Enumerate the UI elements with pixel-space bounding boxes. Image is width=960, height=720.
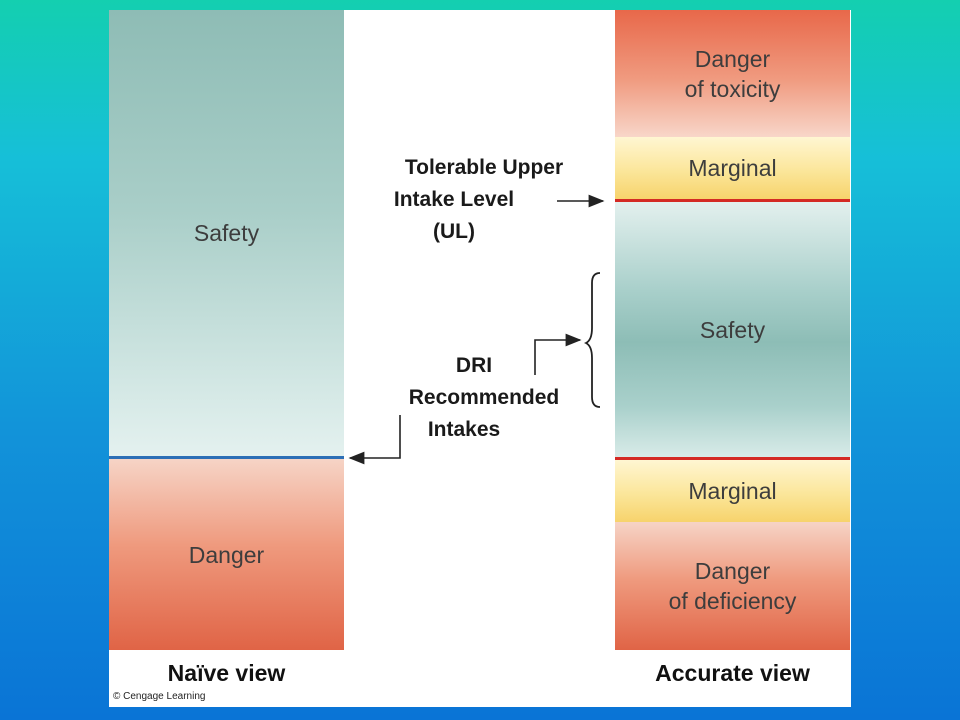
ul-annotation-line3: (UL) <box>433 220 475 243</box>
accurate-safety-band: Safety <box>615 202 850 457</box>
dri-annotation: DRI Recommended Intakes <box>379 350 599 446</box>
ul-annotation-line2: Intake Level <box>393 188 515 211</box>
dri-arrow-to-naive-line <box>348 415 401 465</box>
naive-threshold-line <box>109 456 344 459</box>
upper-marginal-band: Marginal <box>615 137 850 199</box>
toxicity-label-line1: Danger <box>694 45 771 72</box>
ul-annotation-line1: Tolerable Upper <box>404 156 564 179</box>
lower-marginal-band: Marginal <box>615 460 850 522</box>
toxicity-band: Danger of toxicity <box>615 10 850 137</box>
naive-view-column: Safety Danger <box>109 10 344 650</box>
dri-annotation-line2: Recommended <box>408 386 560 409</box>
toxicity-label-line2: of toxicity <box>684 75 781 102</box>
naive-view-label: Naïve view <box>167 660 286 686</box>
deficiency-label-line1: Danger <box>694 558 771 584</box>
ul-line <box>615 199 850 202</box>
ul-annotation: Tolerable Upper Intake Level (UL) <box>374 152 594 248</box>
annotation-arrows <box>348 194 605 465</box>
accurate-safety-label: Safety <box>699 316 766 343</box>
deficiency-label-line2: of deficiency <box>668 588 797 614</box>
dri-arrow-to-brace <box>534 333 582 375</box>
diagram-panel: Safety Danger Naïve view Danger of toxic… <box>109 10 851 707</box>
naive-safety-band: Safety <box>109 10 344 456</box>
accurate-view-label: Accurate view <box>655 660 810 686</box>
dri-annotation-line3: Intakes <box>427 418 501 441</box>
accurate-view-column: Danger of toxicity Marginal Safety Margi… <box>615 10 850 650</box>
naive-danger-band: Danger <box>109 459 344 650</box>
dri-annotation-line1: DRI <box>455 354 493 377</box>
credit-text: © Cengage Learning <box>113 691 206 702</box>
upper-marginal-label: Marginal <box>688 155 777 181</box>
lower-threshold-line <box>615 457 850 460</box>
lower-marginal-label: Marginal <box>688 478 777 504</box>
naive-safety-label: Safety <box>193 220 260 246</box>
deficiency-band: Danger of deficiency <box>615 522 850 650</box>
naive-danger-label: Danger <box>188 541 265 568</box>
safety-range-brace <box>583 272 601 408</box>
